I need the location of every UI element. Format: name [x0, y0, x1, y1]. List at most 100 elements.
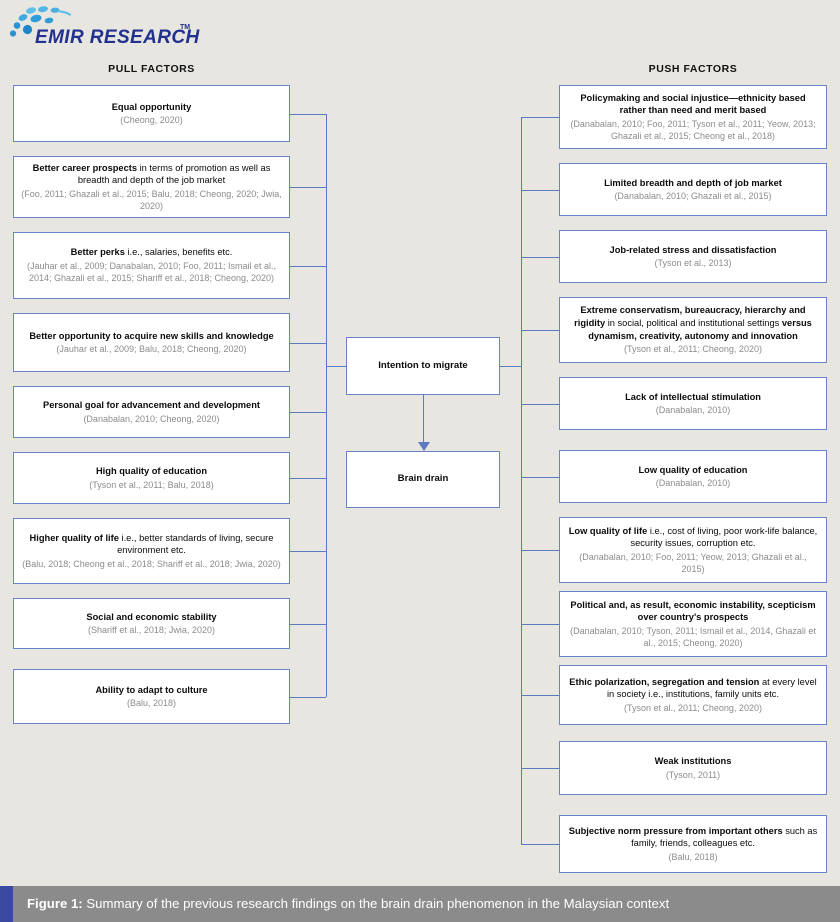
push-factor-box: Job-related stress and dissatisfaction (T…	[559, 230, 827, 283]
push-connector-stub	[521, 477, 559, 479]
push-factor-title: Ethic polarization, segregation and tens…	[569, 676, 817, 700]
figure-caption-bar: Figure 1: Summary of the previous resear…	[0, 886, 840, 922]
push-factor-title: Political and, as result, economic insta…	[570, 599, 816, 623]
push-factor-citation: (Tyson et al., 2013)	[654, 258, 732, 269]
pull-factor-box: Better perks i.e., salaries, benefits et…	[13, 232, 290, 299]
push-factor-box: Limited breadth and depth of job market (…	[559, 163, 827, 216]
pull-factor-title: Social and economic stability	[86, 611, 217, 622]
pull-factor-box: Social and economic stability (Shariff et…	[13, 598, 290, 649]
intention-to-migrate-box: Intention to migrate	[346, 337, 500, 395]
push-factor-box: Policymaking and social injustice—ethnic…	[559, 85, 827, 149]
push-factor-citation: (Danabalan, 2010)	[655, 478, 731, 489]
push-factor-citation: (Danabalan, 2010; Foo, 2011; Yeow, 2013;…	[579, 551, 807, 575]
pull-connector-stub	[290, 412, 326, 414]
push-factor-citation: (Tyson, 2011)	[665, 769, 721, 780]
push-connector-stub	[521, 550, 559, 552]
pull-connector-stub	[290, 266, 326, 268]
pull-factor-citation: (Foo, 2011; Ghazali et al., 2015; Balu, …	[21, 188, 282, 212]
pull-factor-box: Higher quality of life i.e., better stan…	[13, 518, 290, 584]
pull-factor-title: Higher quality of life i.e., better stan…	[29, 532, 274, 556]
push-factor-citation: (Balu, 2018)	[668, 851, 718, 862]
pull-factor-box: High quality of education (Tyson et al., …	[13, 452, 290, 504]
logo-wordmark: EMIR RESEARCH	[35, 27, 200, 48]
pull-bus-line	[326, 114, 328, 697]
pull-connector-stub	[290, 624, 326, 626]
push-connector-stub	[521, 190, 559, 192]
push-connector-stub	[521, 624, 559, 626]
push-factor-title: Weak institutions	[654, 756, 732, 766]
figure-caption-body: Summary of the previous research finding…	[82, 896, 670, 911]
pull-bus-to-center	[326, 366, 346, 368]
pull-factor-box: Ability to adapt to culture (Balu, 2018)	[13, 669, 290, 724]
pull-factor-box: Better opportunity to acquire new skills…	[13, 313, 290, 372]
pull-factor-citation: (Balu, 2018; Cheong et al., 2018; Sharif…	[22, 558, 281, 569]
pull-factor-citation: (Danabalan, 2010; Cheong, 2020)	[83, 413, 220, 424]
pull-connector-stub	[290, 343, 326, 345]
pull-factor-citation: (Jauhar et al., 2009; Balu, 2018; Cheong…	[56, 344, 247, 355]
trademark-symbol: TM	[180, 24, 191, 31]
pull-factor-citation: (Shariff et al., 2018; Jwia, 2020)	[88, 625, 215, 636]
push-factor-citation: (Danabalan, 2010; Foo, 2011; Tyson et al…	[570, 118, 816, 142]
push-factor-box: Weak institutions (Tyson, 2011)	[559, 741, 827, 795]
arrow-head-icon	[417, 442, 430, 451]
brain-drain-box: Brain drain	[346, 451, 500, 508]
pull-factor-box: Personal goal for advancement and develo…	[13, 386, 290, 438]
pull-factor-title: Personal goal for advancement and develo…	[43, 400, 260, 410]
pull-connector-stub	[290, 187, 326, 189]
push-factor-title: Subjective norm pressure from important …	[568, 825, 818, 849]
push-factor-box: Low quality of life i.e., cost of living…	[559, 517, 827, 583]
push-factor-title: Limited breadth and depth of job market	[604, 177, 782, 188]
push-connector-stub	[521, 404, 559, 406]
push-factor-citation: (Danabalan, 2010)	[655, 405, 731, 416]
caption-accent-block	[0, 886, 13, 922]
pull-factor-box: Equal opportunity (Cheong, 2020)	[13, 85, 290, 142]
push-factor-title: Job-related stress and dissatisfaction	[609, 244, 777, 255]
push-factor-title: Extreme conservatism, bureaucracy, hiera…	[574, 305, 812, 341]
pull-factor-box: Better career prospects in terms of prom…	[13, 156, 290, 218]
push-connector-stub	[521, 844, 559, 846]
pull-factor-title: Ability to adapt to culture	[95, 684, 208, 695]
push-factor-box: Low quality of education (Danabalan, 2010…	[559, 450, 827, 503]
pull-factor-citation: (Cheong, 2020)	[120, 115, 183, 126]
push-factor-citation: (Tyson et al., 2011; Cheong, 2020)	[624, 702, 762, 713]
push-factors-header: PUSH FACTORS	[648, 63, 738, 75]
intention-to-migrate-box-label: Intention to migrate	[378, 359, 468, 371]
emir-research-logo: EMIR RESEARCH TM	[8, 6, 218, 52]
pull-connector-stub	[290, 478, 326, 480]
push-factor-citation: (Tyson et al., 2011; Cheong, 2020)	[624, 344, 762, 355]
pull-factor-citation: (Balu, 2018)	[126, 698, 177, 709]
push-connector-stub	[521, 257, 559, 259]
push-factor-title: Low quality of life i.e., cost of living…	[568, 525, 818, 549]
push-factor-box: Ethic polarization, segregation and tens…	[559, 665, 827, 725]
push-connector-stub	[521, 768, 559, 770]
dots-swoosh-icon	[9, 6, 72, 37]
push-connector-stub	[521, 117, 559, 119]
push-factor-title: Low quality of education	[638, 464, 748, 475]
push-connector-stub	[521, 695, 559, 697]
pull-connector-stub	[290, 551, 326, 553]
pull-factor-title: High quality of education	[95, 466, 208, 476]
pull-connector-stub	[290, 697, 326, 699]
pull-factor-title: Better career prospects in terms of prom…	[32, 162, 271, 186]
pull-factor-citation: (Jauhar et al., 2009; Danabalan, 2010; F…	[27, 260, 276, 284]
push-factor-title: Lack of intellectual stimulation	[625, 391, 761, 402]
push-factor-citation: (Danabalan, 2010; Ghazali et al., 2015)	[614, 191, 772, 202]
push-factor-box: Subjective norm pressure from important …	[559, 815, 827, 873]
push-connector-stub	[521, 330, 559, 332]
push-factor-box: Lack of intellectual stimulation (Danabal…	[559, 377, 827, 430]
pull-factor-citation: (Tyson et al., 2011; Balu, 2018)	[89, 479, 214, 490]
push-factor-box: Extreme conservatism, bureaucracy, hiera…	[559, 297, 827, 363]
push-factor-title: Policymaking and social injustice—ethnic…	[580, 92, 806, 116]
push-factor-box: Political and, as result, economic insta…	[559, 591, 827, 657]
pull-factors-header: PULL FACTORS	[108, 63, 195, 75]
center-to-push-bus	[500, 366, 521, 368]
figure-caption-text: Figure 1: Summary of the previous resear…	[27, 896, 669, 912]
push-bus-line	[521, 117, 523, 844]
intention-to-braindrain-line	[423, 395, 425, 442]
pull-factor-title: Equal opportunity	[111, 101, 192, 112]
brain-drain-box-label: Brain drain	[397, 473, 449, 485]
pull-connector-stub	[290, 114, 326, 116]
pull-factor-title: Better perks i.e., salaries, benefits et…	[70, 247, 233, 258]
figure-label: Figure 1:	[27, 896, 83, 911]
